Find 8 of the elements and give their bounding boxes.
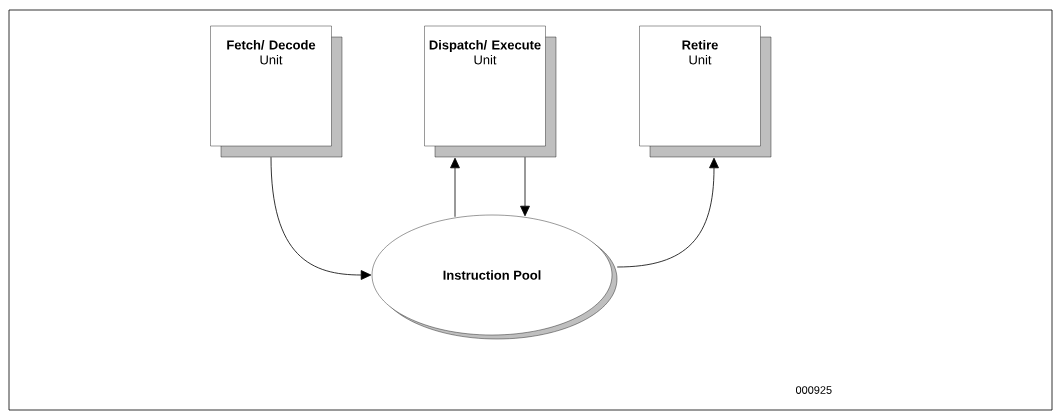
unit-box: Fetch/ Decode Unit bbox=[210, 25, 343, 158]
unit-box: Dispatch/ Execute Unit bbox=[424, 25, 557, 158]
arrow bbox=[450, 157, 460, 218]
arrow bbox=[616, 157, 719, 268]
arrow bbox=[520, 156, 530, 217]
unit-box: Retire Unit bbox=[639, 25, 772, 158]
arrow bbox=[270, 156, 372, 280]
figure-number: 000925 bbox=[795, 386, 832, 394]
